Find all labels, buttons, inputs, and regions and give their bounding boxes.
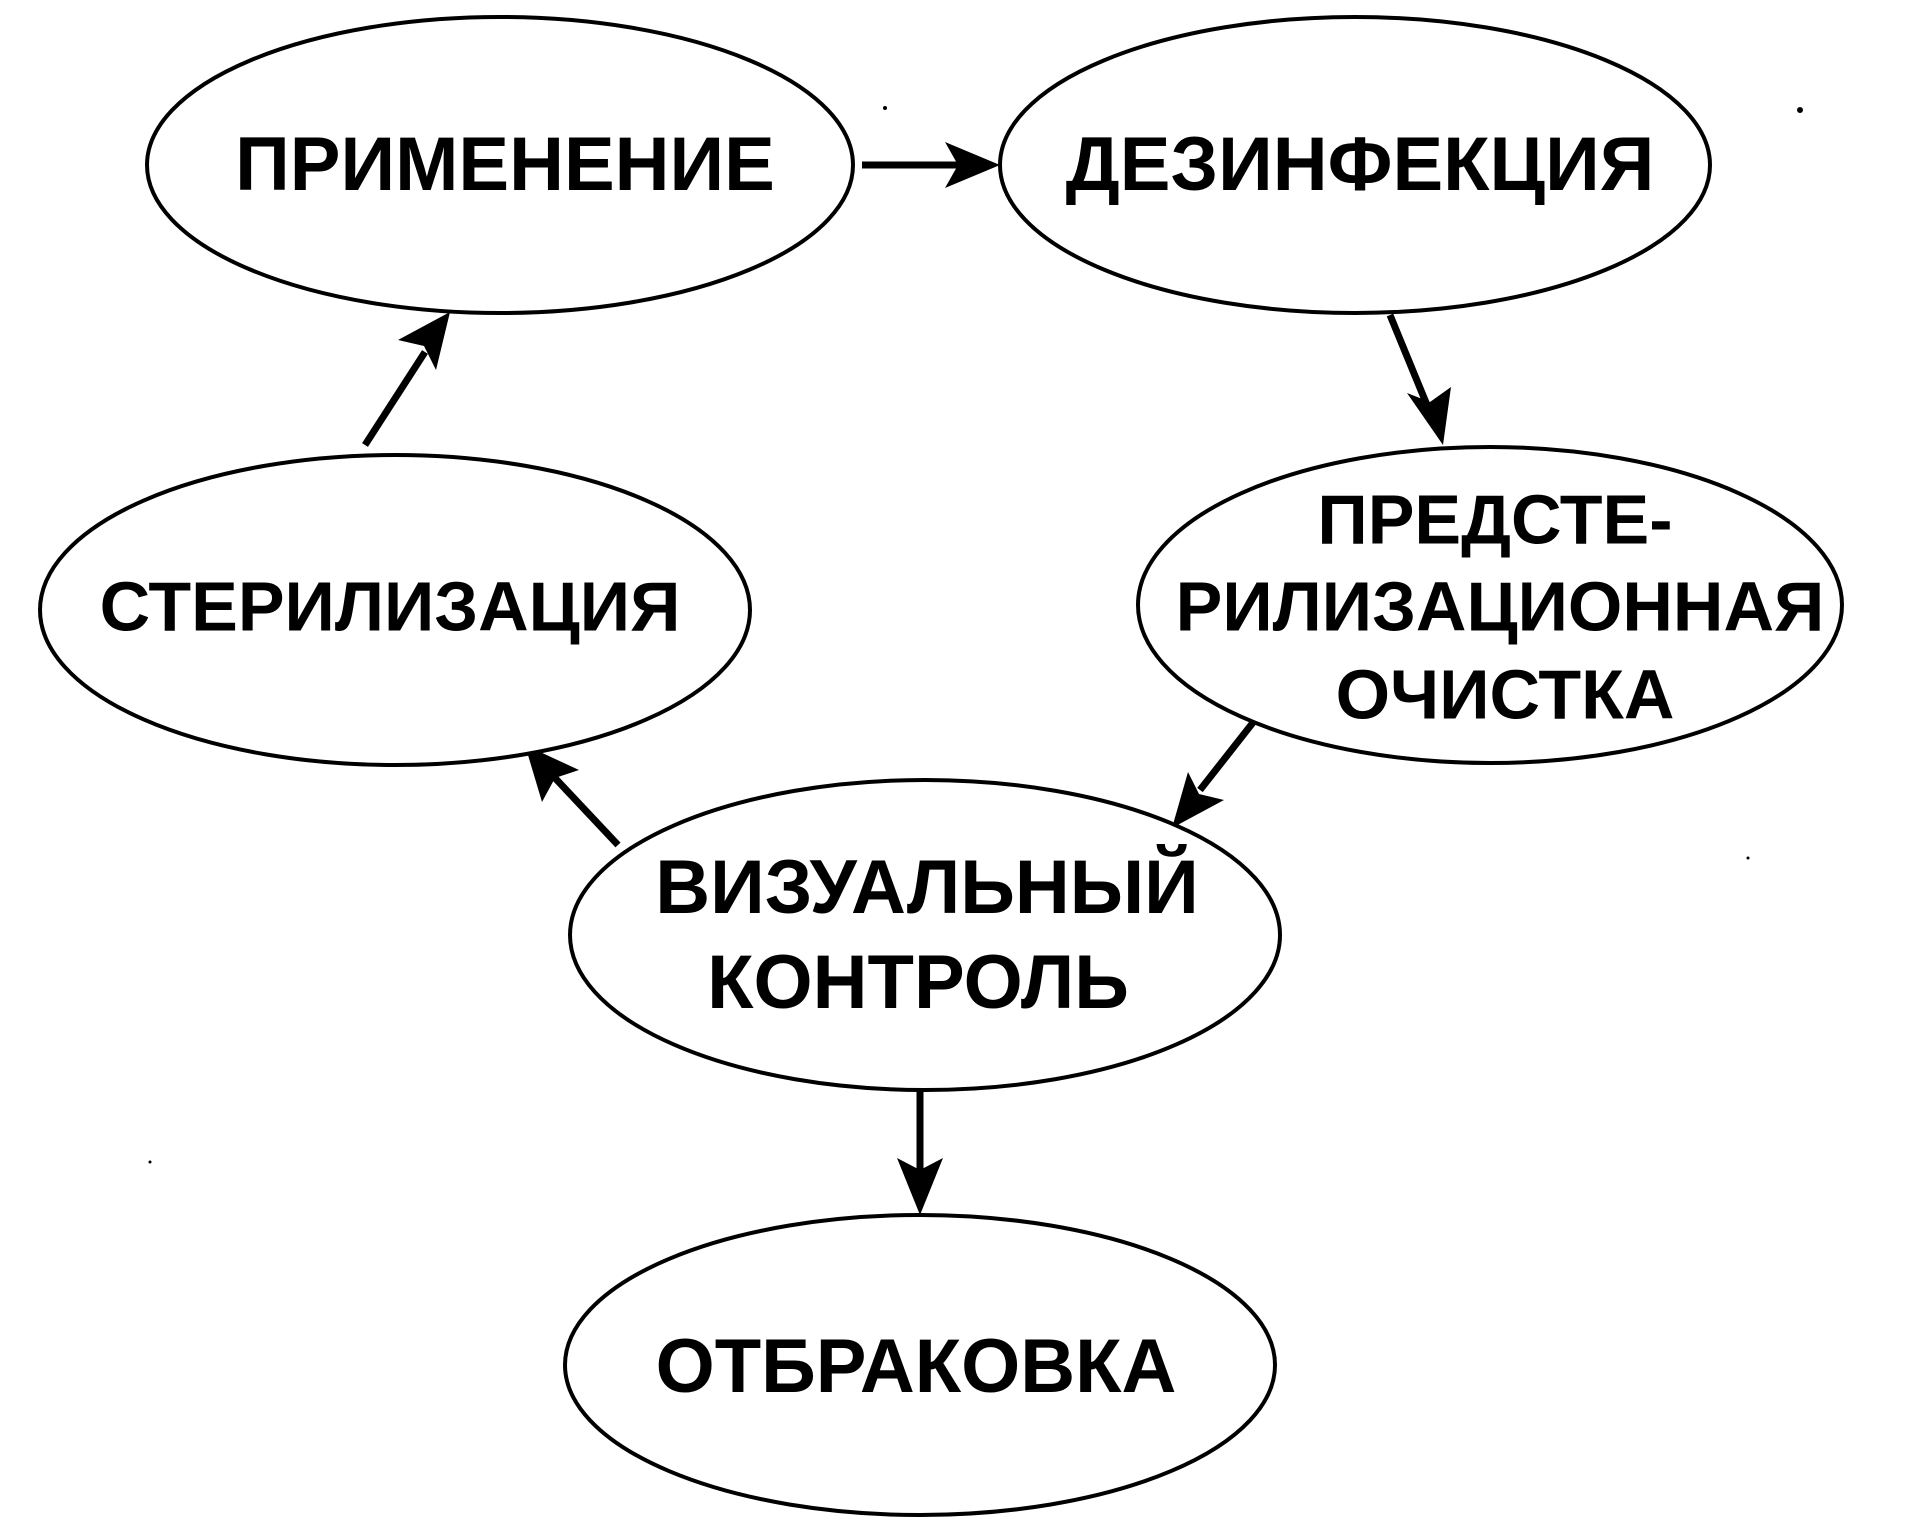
arrowhead <box>398 312 450 370</box>
edge-line <box>1197 717 1258 793</box>
node-primenenie: ПРИМЕНЕНИЕ <box>145 15 855 315</box>
edge-sterilizaciya-to-primenenie <box>362 312 450 447</box>
edge-primenenie-to-dezinfekciya <box>862 142 1000 188</box>
node-predsterilizacionnaya-ochistka: ПРЕДСТЕ- РИЛИЗАЦИОННАЯ ОЧИСТКА <box>1136 445 1844 765</box>
node-otbrakovka: ОТБРАКОВКА <box>563 1213 1277 1517</box>
arrowhead <box>897 1158 943 1215</box>
node-ellipse <box>563 1213 1277 1517</box>
edges-layer <box>362 142 1451 1215</box>
edge-line <box>552 775 621 848</box>
node-ellipse <box>568 778 1282 1092</box>
node-label-line-2: РИЛИЗАЦИОННАЯ <box>1176 567 1825 645</box>
scan-speck <box>148 1160 152 1164</box>
node-label: ПРИМЕНЕНИЕ <box>235 122 775 207</box>
node-label-line-1: ПРЕДСТЕ- <box>1317 480 1672 558</box>
edge-line <box>362 350 428 447</box>
edge-predsterilizacionnaya-to-vizualnyi-kontrol <box>1172 717 1258 828</box>
arrowhead <box>1407 387 1451 445</box>
edge-vizualnyi-kontrol-to-otbrakovka <box>897 1090 943 1215</box>
node-ellipse <box>145 15 855 315</box>
node-dezinfekciya: ДЕЗИНФЕКЦИЯ <box>998 15 1712 315</box>
node-label: ДЕЗИНФЕКЦИЯ <box>1066 122 1655 207</box>
node-label-line-1: ВИЗУАЛЬНЫЙ <box>655 844 1198 930</box>
edge-vizualnyi-kontrol-to-sterilizaciya <box>525 745 621 848</box>
scan-speck <box>1746 856 1750 860</box>
nodes-layer: ПРИМЕНЕНИЕ ДЕЗИНФЕКЦИЯ ПРЕДСТЕ- РИЛИЗАЦИ… <box>38 15 1844 1517</box>
node-sterilizaciya: СТЕРИЛИЗАЦИЯ <box>38 453 752 767</box>
node-label-line-3: ОЧИСТКА <box>1336 655 1675 733</box>
node-label-line-2: КОНТРОЛЬ <box>707 940 1129 1025</box>
node-ellipse <box>38 453 752 767</box>
scan-speck <box>1797 107 1803 113</box>
node-ellipse <box>998 15 1712 315</box>
arrowhead <box>525 745 579 802</box>
arrowhead <box>1172 772 1224 828</box>
edge-dezinfekciya-to-predsterilizacionnaya <box>1386 313 1451 445</box>
node-label: ОТБРАКОВКА <box>656 1324 1177 1409</box>
edge-line <box>1386 313 1431 407</box>
node-label: СТЕРИЛИЗАЦИЯ <box>100 567 681 645</box>
arrowhead <box>945 142 1000 188</box>
node-ellipse <box>1136 445 1844 765</box>
scan-speck <box>883 106 887 110</box>
node-vizualnyi-kontrol: ВИЗУАЛЬНЫЙ КОНТРОЛЬ <box>568 778 1282 1092</box>
scan-specks <box>148 106 1803 1164</box>
